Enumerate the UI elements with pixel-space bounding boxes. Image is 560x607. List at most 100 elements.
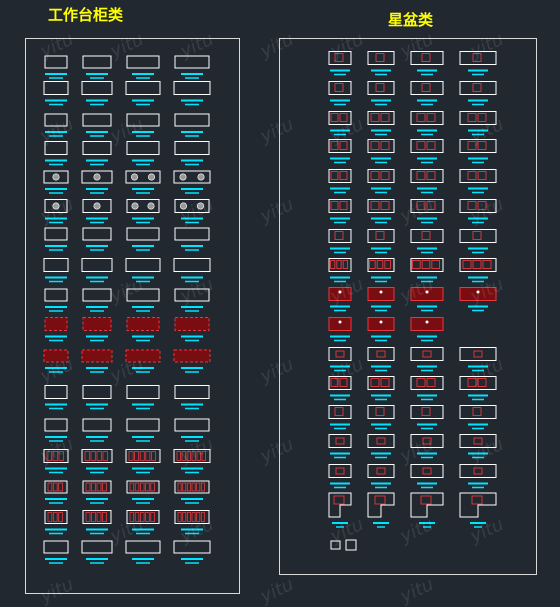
cabinet-block xyxy=(44,199,68,224)
drawer-mark xyxy=(128,451,134,461)
cabinet-block xyxy=(81,258,113,283)
basin xyxy=(426,201,436,210)
sink-block xyxy=(328,347,352,372)
counter-outline xyxy=(328,376,352,390)
cabinet-block xyxy=(82,385,112,410)
countertop-cabinet-panel xyxy=(25,38,240,594)
sink-block xyxy=(459,51,497,76)
counter-outline xyxy=(459,139,497,153)
cabinet-block xyxy=(173,170,211,194)
cabinet-outline xyxy=(126,317,160,331)
cabinet-outline xyxy=(44,288,68,302)
counter-outline xyxy=(410,258,444,272)
drawer-mark xyxy=(150,512,155,522)
cabinet-outline xyxy=(174,480,210,494)
sink-block xyxy=(328,287,352,312)
cabinet-block xyxy=(82,418,112,442)
basin xyxy=(330,201,339,210)
sink-block xyxy=(410,111,444,136)
cabinet-outline xyxy=(82,113,112,127)
burner-mark xyxy=(148,173,156,181)
basin xyxy=(477,201,487,210)
basin xyxy=(473,350,483,358)
cabinet-outline xyxy=(82,55,112,69)
cabinet-block xyxy=(82,199,112,224)
sink-block xyxy=(410,434,444,459)
cabinet-outline xyxy=(174,288,210,302)
sink-block xyxy=(328,492,352,528)
basin xyxy=(477,141,487,150)
drawer-mark xyxy=(139,512,145,522)
sink-block xyxy=(410,229,444,254)
sink-block xyxy=(410,139,444,164)
cabinet-outline xyxy=(81,170,113,184)
cabinet-outline xyxy=(125,349,161,363)
basin xyxy=(330,171,339,180)
cabinet-block xyxy=(82,510,112,535)
cabinet-outline xyxy=(126,55,160,69)
cabinet-outline xyxy=(81,81,113,95)
cabinet-outline xyxy=(173,81,211,95)
cabinet-block xyxy=(44,55,68,79)
cabinet-block xyxy=(174,199,210,224)
basin xyxy=(472,260,482,269)
drawer-mark xyxy=(186,451,191,461)
drawer-mark xyxy=(58,512,63,522)
cabinet-block xyxy=(44,385,68,410)
drawer-mark xyxy=(91,512,96,522)
drawer-mark xyxy=(186,482,191,492)
drawer-mark xyxy=(129,482,135,492)
basin xyxy=(380,141,390,150)
counter-outline xyxy=(367,376,395,390)
left-section-title: 工作台柜类 xyxy=(48,6,124,24)
cabinet-outline xyxy=(44,418,68,432)
cabinet-block xyxy=(82,227,112,251)
counter-outline xyxy=(367,434,395,448)
basin xyxy=(473,467,483,475)
cabinet-outline xyxy=(43,449,69,463)
faucet-mark xyxy=(338,320,342,324)
sink-block xyxy=(367,139,395,164)
cabinet-outline xyxy=(44,113,68,127)
drawer-mark xyxy=(176,451,181,461)
cabinet-block xyxy=(43,349,69,373)
drawer-mark xyxy=(145,451,151,461)
sink-block xyxy=(328,258,352,283)
drawer-mark xyxy=(91,482,96,492)
cabinet-block xyxy=(173,540,211,564)
drawer-mark xyxy=(196,451,201,461)
sink-block xyxy=(410,258,444,283)
basin xyxy=(330,113,339,122)
basin xyxy=(370,141,380,150)
drawer-mark xyxy=(134,451,140,461)
basin xyxy=(339,141,348,150)
counter-outline xyxy=(328,51,352,65)
cabinet-outline xyxy=(44,510,68,524)
l-shaped-counter xyxy=(367,492,395,518)
cabinet-block xyxy=(126,480,160,504)
cabinet-block xyxy=(125,540,161,564)
burner-mark xyxy=(179,173,187,181)
cabinet-block xyxy=(126,385,160,410)
cabinet-block xyxy=(82,141,112,166)
counter-outline xyxy=(367,169,395,183)
cabinet-outline xyxy=(126,199,160,213)
faucet-mark xyxy=(379,290,383,294)
counter-outline xyxy=(367,229,395,243)
drawer-mark xyxy=(177,482,182,492)
cabinet-outline xyxy=(81,258,113,272)
cabinet-outline xyxy=(126,113,160,127)
drawer-mark xyxy=(191,482,196,492)
basin xyxy=(467,141,477,150)
cabinet-block xyxy=(174,288,210,312)
basin xyxy=(421,53,431,62)
drawer-mark xyxy=(52,482,58,492)
basin xyxy=(376,350,386,358)
cabinet-block xyxy=(174,227,210,251)
small-sink xyxy=(330,540,341,550)
counter-outline xyxy=(367,111,395,125)
cabinet-outline xyxy=(126,510,160,524)
counter-outline xyxy=(367,81,395,95)
counter-outline xyxy=(459,199,497,213)
basin xyxy=(472,407,482,416)
